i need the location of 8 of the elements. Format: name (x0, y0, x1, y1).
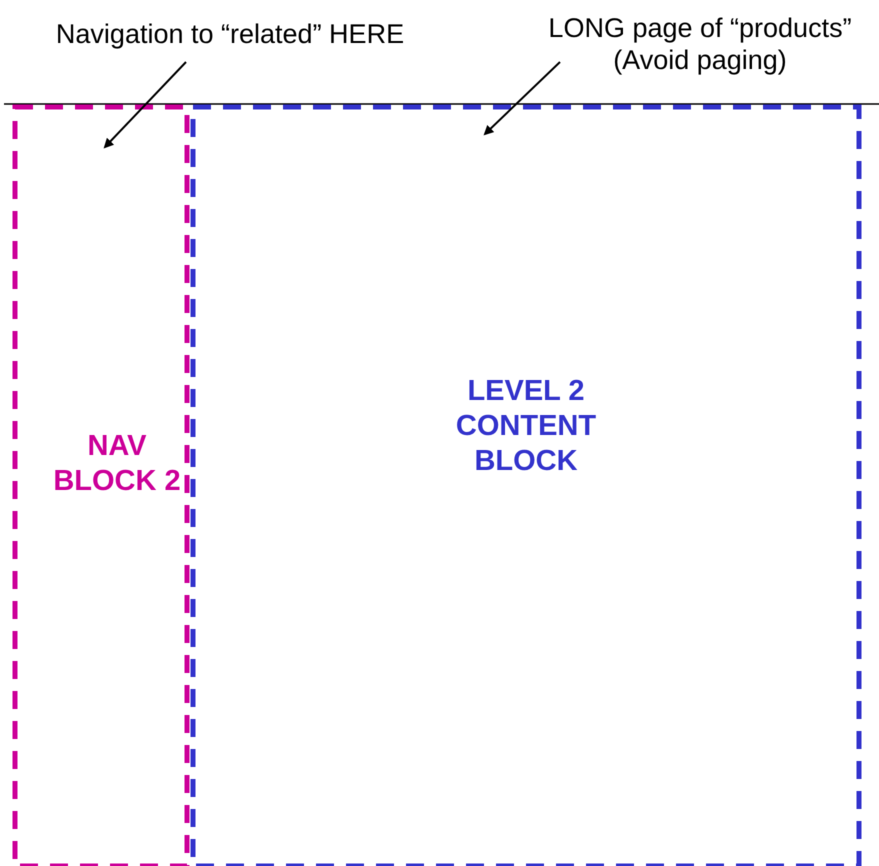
block-label: NAV BLOCK 2 (52, 429, 182, 499)
nav-block-region (12, 104, 190, 866)
leader-arrow (484, 61, 561, 136)
callout-text: LONG page of “products” (Avoid paging) (510, 12, 879, 77)
block-label: LEVEL 2 CONTENT BLOCK (454, 374, 598, 478)
leader-arrow (104, 61, 187, 148)
content-block-region (190, 104, 862, 866)
callout-text: Navigation to “related” HERE (20, 18, 440, 50)
